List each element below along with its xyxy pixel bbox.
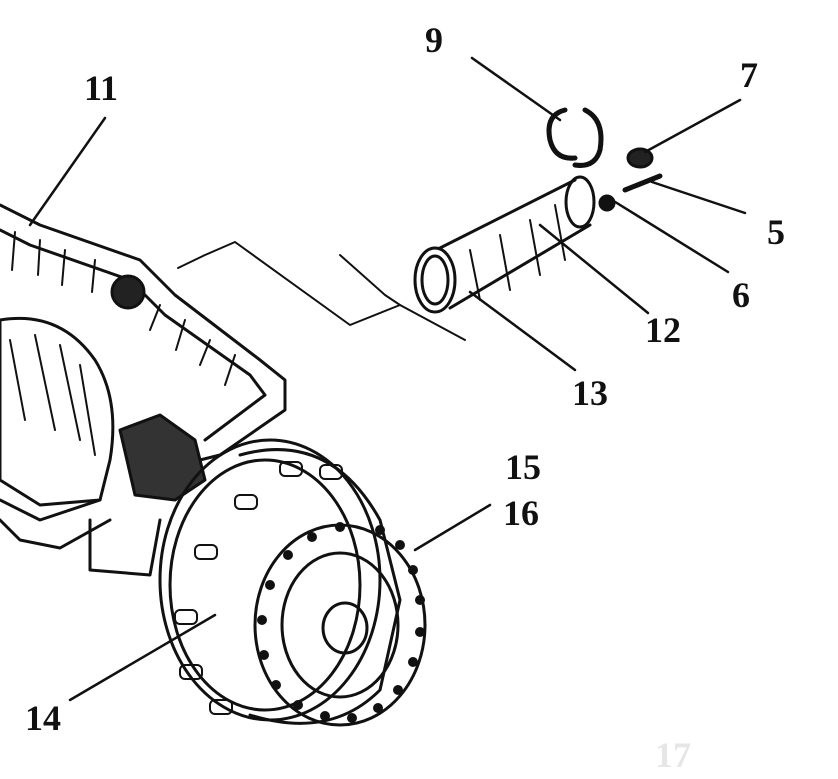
callout-17: 17 [655,735,691,775]
callout-6: 6 [732,275,750,315]
callout-11: 11 [84,68,119,108]
callout-14: 14 [25,698,61,738]
callout-16: 16 [503,493,539,533]
callout-12: 12 [645,310,681,350]
wheel-hub [158,438,427,727]
callout-15: 15 [505,447,541,487]
leader-lines [28,56,747,702]
callout-13: 13 [572,373,608,413]
spline-shaft [413,107,663,314]
bracket-lines [177,241,466,341]
hub-bolts [257,522,425,723]
axle-frame [0,203,287,577]
callout-9: 9 [425,20,443,60]
callout-5: 5 [767,212,785,252]
callout-7: 7 [740,55,758,95]
